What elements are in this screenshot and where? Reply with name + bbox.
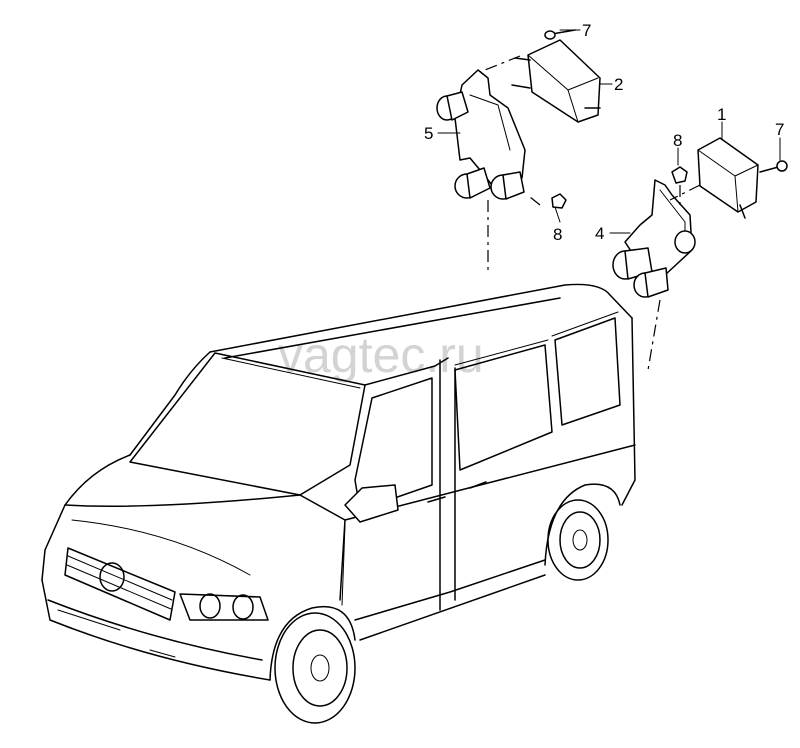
callout-1: 1 xyxy=(717,105,726,124)
callout-2: 2 xyxy=(614,75,623,94)
callout-5: 5 xyxy=(424,124,433,143)
callout-8-right: 8 xyxy=(673,131,682,150)
callout-4: 4 xyxy=(595,224,604,243)
right-bracket-assembly xyxy=(612,137,788,371)
watermark: vagtec.ru xyxy=(278,327,484,383)
upper-bracket-assembly xyxy=(436,29,601,275)
callout-8-left: 8 xyxy=(553,225,562,244)
callout-7-right: 7 xyxy=(775,120,784,139)
van-illustration xyxy=(41,283,636,724)
callout-leaders xyxy=(437,29,781,234)
callout-7-top: 7 xyxy=(582,21,591,40)
